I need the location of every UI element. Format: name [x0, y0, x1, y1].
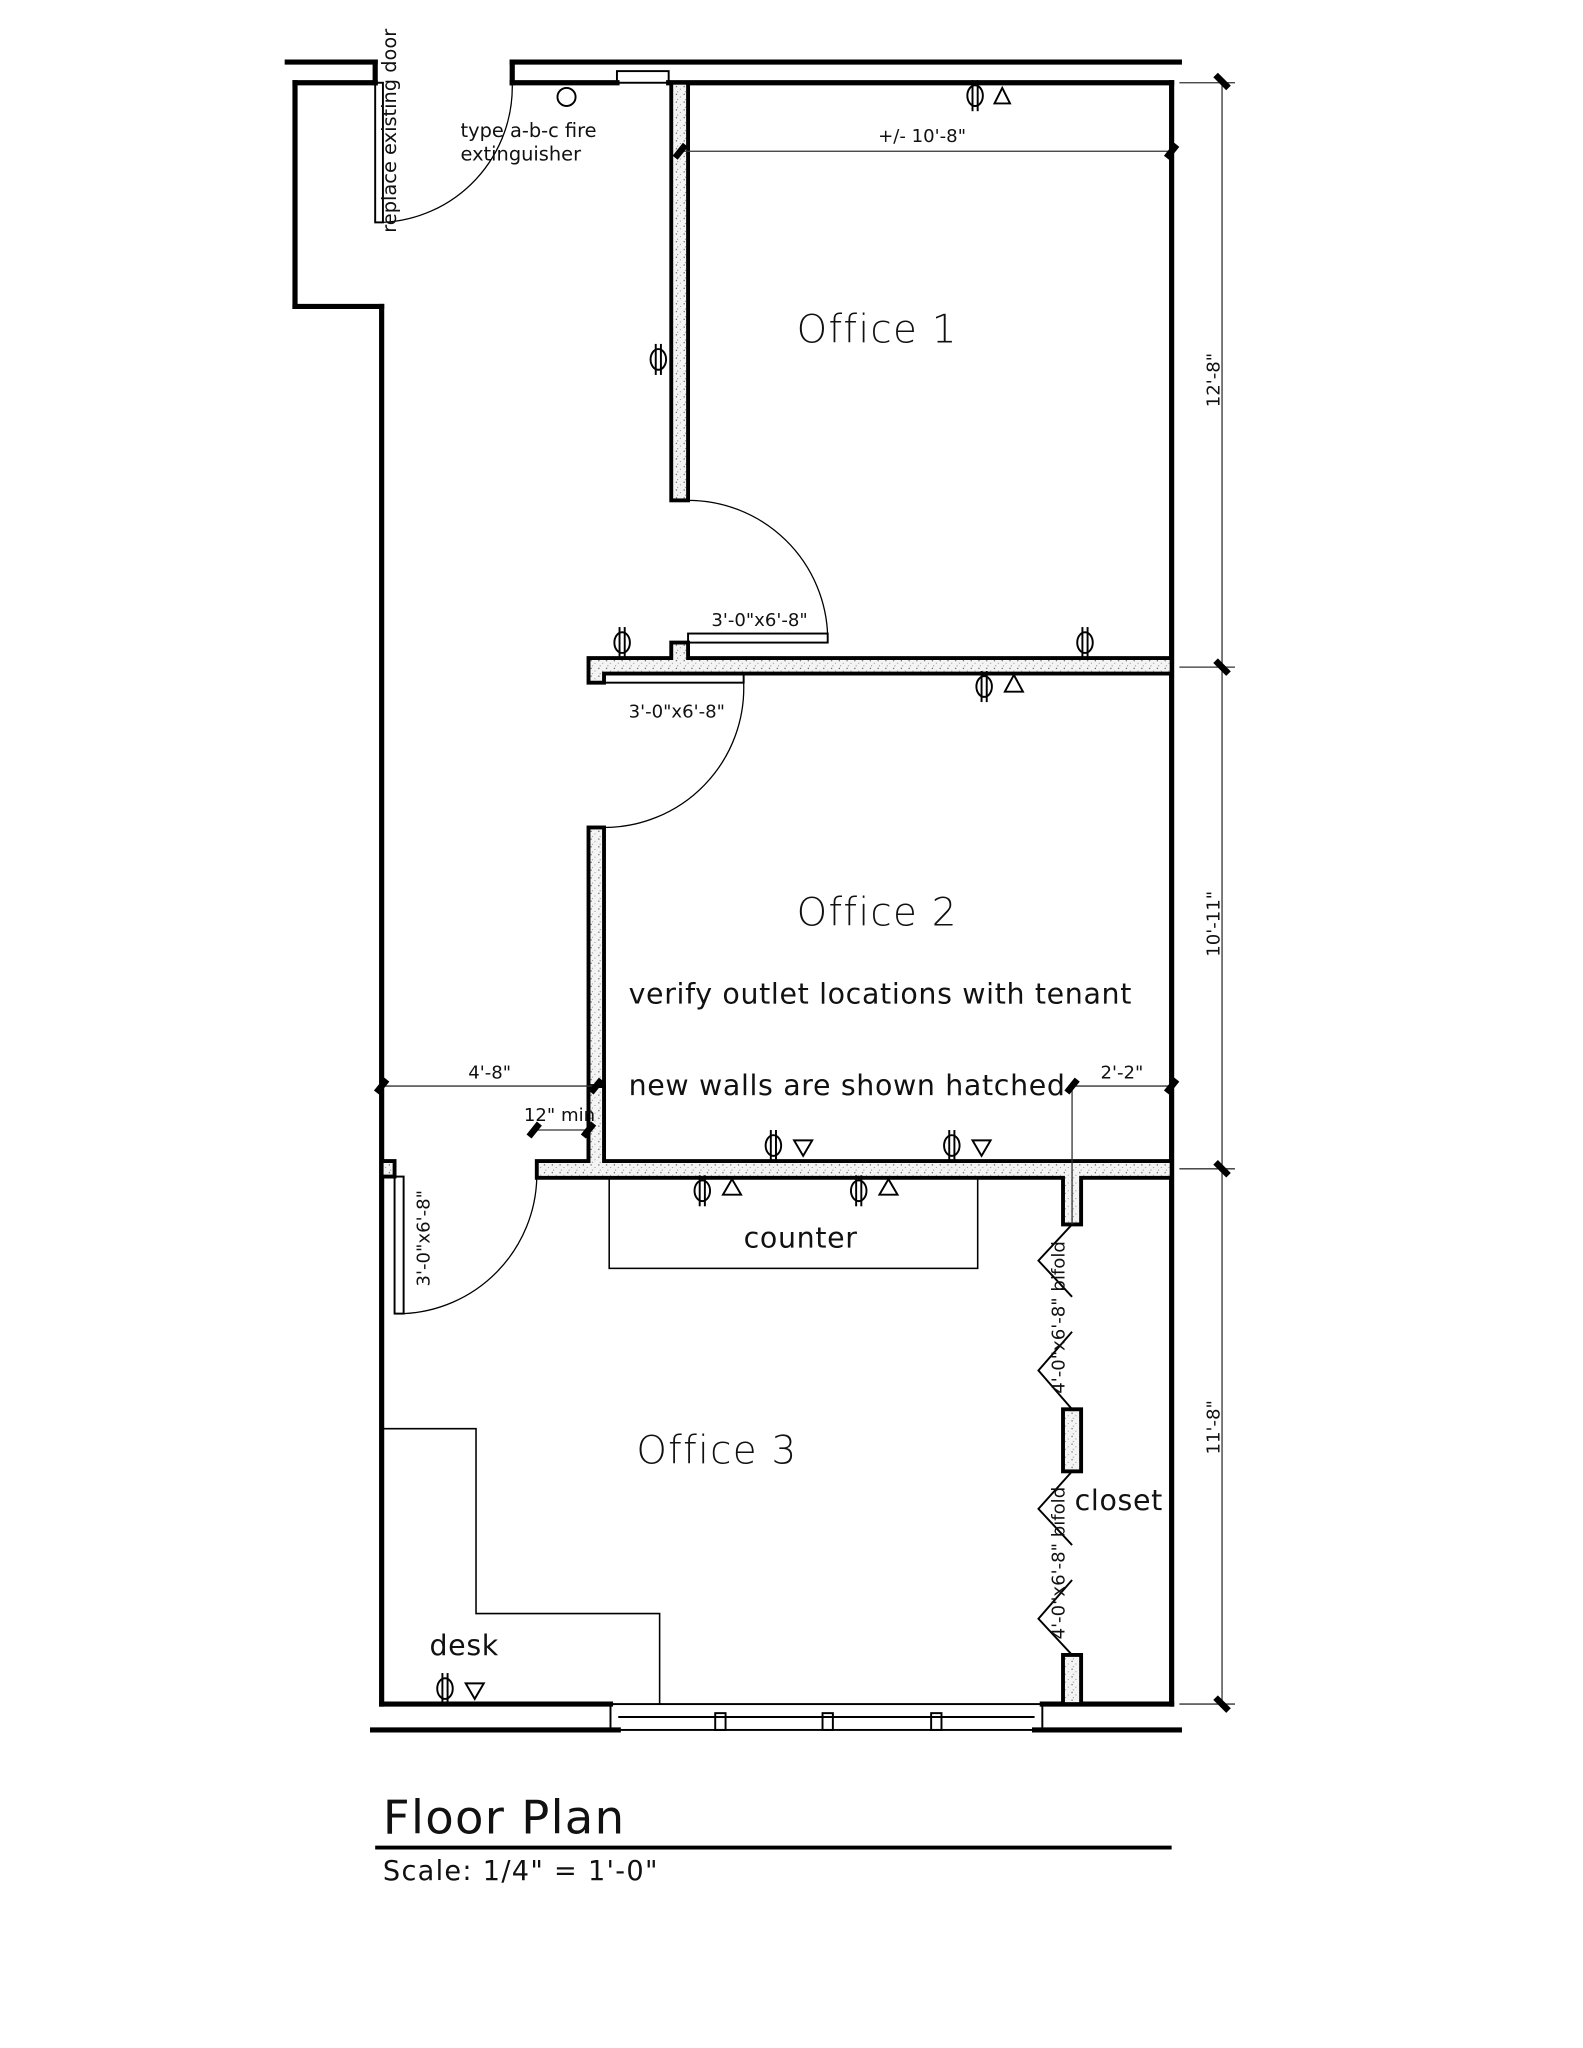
- dim-door-clearance: 12" min: [524, 1105, 595, 1126]
- counter: [608, 1177, 979, 1270]
- bifold-upper-label: 4'-0"x6'-8" bifold: [1048, 1241, 1069, 1394]
- office3-door: [393, 1175, 538, 1315]
- dim-closet-width: 2'-2": [1101, 1062, 1144, 1083]
- outlet-icon: [850, 1174, 868, 1208]
- office2-door: [603, 672, 745, 829]
- drawing-title: Floor Plan: [383, 1790, 625, 1844]
- office2-door-label: 3'-0"x6'-8": [629, 702, 725, 723]
- counter-label: counter: [744, 1222, 858, 1255]
- outlet-icon: [436, 1672, 454, 1706]
- office3-door-label: 3'-0"x6'-8": [413, 1190, 434, 1286]
- room-label-office-2: Office 2: [797, 891, 958, 936]
- dim-office1-width: +/- 10'-8": [878, 126, 966, 147]
- outlet-icon: [975, 670, 993, 704]
- dim-office3-depth: 11'-8": [1203, 1400, 1224, 1454]
- outlet-icon: [1076, 626, 1094, 660]
- room-label-office-3: Office 3: [636, 1429, 797, 1474]
- room-label-office-1: Office 1: [797, 308, 958, 353]
- data-jack-icon: [1003, 672, 1025, 693]
- phone-jack-icon: [970, 1139, 993, 1158]
- new-walls-note: new walls are shown hatched: [629, 1069, 1066, 1102]
- extinguisher-note-line2: extinguisher: [461, 142, 582, 165]
- outlet-icon: [693, 1174, 712, 1208]
- bifold-lower-label: 4'-0"x6'-8" bifold: [1048, 1487, 1069, 1640]
- phone-jack-icon: [463, 1682, 486, 1701]
- desk-label: desk: [429, 1629, 498, 1662]
- drawing-scale: Scale: 1/4" = 1'-0": [383, 1856, 659, 1887]
- room-label-closet: closet: [1075, 1484, 1163, 1517]
- office1-door-label: 3'-0"x6'-8": [711, 610, 807, 631]
- data-jack-icon: [992, 85, 1012, 105]
- closet-bifold-doors: [1037, 1223, 1073, 1656]
- dim-corridor-width: 4'-8": [468, 1062, 511, 1083]
- fire-extinguisher-icon: [556, 86, 577, 107]
- outlet-icon: [649, 342, 668, 376]
- electrical-symbols: [436, 79, 1094, 1706]
- dimension-lines: [373, 72, 1235, 1713]
- replace-door-note: replace existing door: [378, 29, 401, 233]
- outlet-icon: [764, 1129, 783, 1163]
- desk: [381, 1427, 661, 1705]
- phone-jack-icon: [792, 1139, 814, 1158]
- dim-office2-depth: 10'-11": [1203, 891, 1224, 957]
- dim-office1-depth: 12'-8": [1203, 353, 1224, 407]
- verify-outlets-note: verify outlet locations with tenant: [629, 977, 1132, 1010]
- data-jack-icon: [877, 1177, 900, 1196]
- extinguisher-note-line1: type a-b-c fire: [461, 119, 597, 142]
- outlet-icon: [943, 1129, 961, 1163]
- entry-door: [374, 81, 513, 224]
- storefront-window: [609, 1703, 1044, 1731]
- data-jack-icon: [721, 1177, 743, 1196]
- exterior-walls: [284, 59, 1182, 1733]
- outlet-icon: [613, 626, 631, 660]
- office1-door: [687, 499, 829, 644]
